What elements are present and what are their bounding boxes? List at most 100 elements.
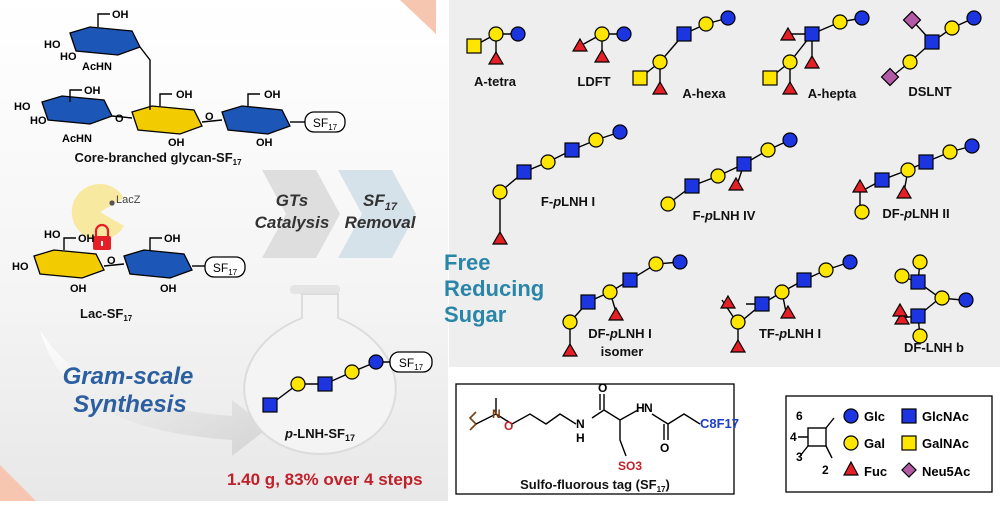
gal-ring-core [131,105,203,135]
glycan-a-tetra [466,26,526,65]
so3-group: SO3 [618,459,642,473]
flask-glycan-plnh: SF17 [262,351,433,413]
oh-label: OH [176,89,193,101]
free-line2: Reducing [444,276,544,301]
glycan-label-f-plnh-iv: F-pLNH IV [693,208,756,223]
legend-box [785,395,993,493]
ho-label: HO [12,261,29,273]
glycan-label-dslnt: DSLNT [908,84,951,99]
legend-glc-label: Glc [864,409,885,424]
corner-accent-bottom [0,465,36,501]
oh-label: OH [264,89,281,101]
glycan-f-plnh-i [491,124,628,245]
free-line1: Free [444,250,490,275]
o-label: O [115,113,124,125]
glycan-label-tf-plnh-i: TF-pLNH I [759,326,821,341]
achn-label: AcHN [62,133,92,145]
glycan-label-isomer: isomer [601,344,644,359]
linkage-pos-6: 6 [796,409,803,423]
atom-n-2: N [644,401,653,415]
glycan-label-a-hepta: A-hepta [808,86,857,101]
glc-circle [368,354,384,370]
glcnac-square [317,376,333,392]
linkage-pos-3: 3 [796,450,803,464]
glcnac-ring-top [69,26,141,56]
ho-label: HO [14,101,31,113]
sf17-tag-structure-box [455,383,735,495]
oh-label: OH [256,137,273,149]
gram-scale-arrow [40,330,268,456]
step1-line1: GTs [276,191,308,210]
glycan-df-plnh-ii [851,138,980,220]
step2-line2: Removal [345,213,417,232]
lock-icon [93,223,111,250]
flask-icon [243,285,397,456]
chevron-sf17-removal [338,170,416,258]
glycan-label-df-plnh-ii: DF-pLNH II [882,206,949,221]
legend-glcnac-icon [901,408,917,424]
glcnac-square [262,397,278,413]
oh-label: OH [70,283,87,295]
sf17-tag-box-flask [389,351,433,373]
c8f17-group: C8F17 [700,416,739,431]
lac-sf17-label: Lac-SF17 [80,306,133,323]
step2-line1: SF17 [363,191,398,213]
atom-h-2: H [636,401,645,415]
lacz-enzyme-shape [71,184,124,241]
glycan-label-df-lnh-b: DF-LNH b [904,340,964,355]
ho-label: HO [44,229,61,241]
ho-label: HO [30,115,47,127]
corner-accent-top [400,0,436,34]
atom-n: N [492,407,501,421]
sf17-tag-text-flask: SF17 [399,356,424,372]
legend-fuc-label: Fuc [864,464,887,479]
atom-n-amide: N [576,417,585,431]
glycan-label-a-hexa: A-hexa [682,86,726,101]
lacz-label: LacZ [116,194,141,206]
glycan-tf-plnh-i [719,254,858,353]
legend-glc-icon [843,408,859,424]
sf17-chemical-structure [468,394,701,457]
ho-label: HO [44,39,61,51]
gram-scale-line1: Gram-scale [63,363,194,390]
oh-label: OH [78,233,95,245]
atom-o: O [504,419,513,433]
sf17-tag-box-core [304,111,346,133]
linkage-pos-2: 2 [822,463,829,477]
legend-galnac-label: GalNAc [922,436,969,451]
oh-label: OH [84,85,101,97]
lac-sf17-structure: SF17 HO OH HO OH O OH OH [12,229,246,295]
atom-o-carbonyl-2: O [660,441,669,455]
lacz-eye [109,200,115,206]
glc-ring-core [221,105,291,135]
achn-label: AcHN [82,61,112,73]
glycan-a-hexa [632,10,736,95]
gal-circle [344,364,360,380]
free-line3: Sugar [444,302,507,327]
oh-label: OH [164,233,181,245]
legend-fuc-icon [842,460,860,476]
linkage-pos-4: 4 [790,430,797,444]
core-branched-glycan-structure: SF17 OH HO HO AcHN OH HO HO AcHN O OH OH… [14,9,346,149]
glycan-ldft [571,26,632,63]
oh-label: OH [168,137,185,149]
gal-circle [290,376,306,392]
legend-gal-label: Gal [864,436,885,451]
gal-ring-lac [33,249,105,279]
oh-label: OH [112,9,129,21]
sf17-tag-text-lac: SF17 [213,261,238,277]
glycan-label-a-tetra: A-tetra [474,74,517,89]
glcnac-ring-middle [41,95,113,125]
glycan-label-ldft: LDFT [577,74,610,89]
step1-line2: Catalysis [255,213,330,232]
sf17-tag-box-lac [204,256,246,278]
glycan-f-plnh-iv [660,132,798,212]
o-label: O [107,255,116,267]
glycan-label-f-plnh-i: F-pLNH I [541,194,595,209]
flask-label: p-LNH-SF17 [284,426,355,443]
oh-label: OH [160,283,177,295]
glycan-df-lnh-b [891,254,974,344]
atom-o-carbonyl: O [598,381,607,395]
sf17-tag-text-core: SF17 [313,116,338,132]
linkage-key [798,417,835,459]
